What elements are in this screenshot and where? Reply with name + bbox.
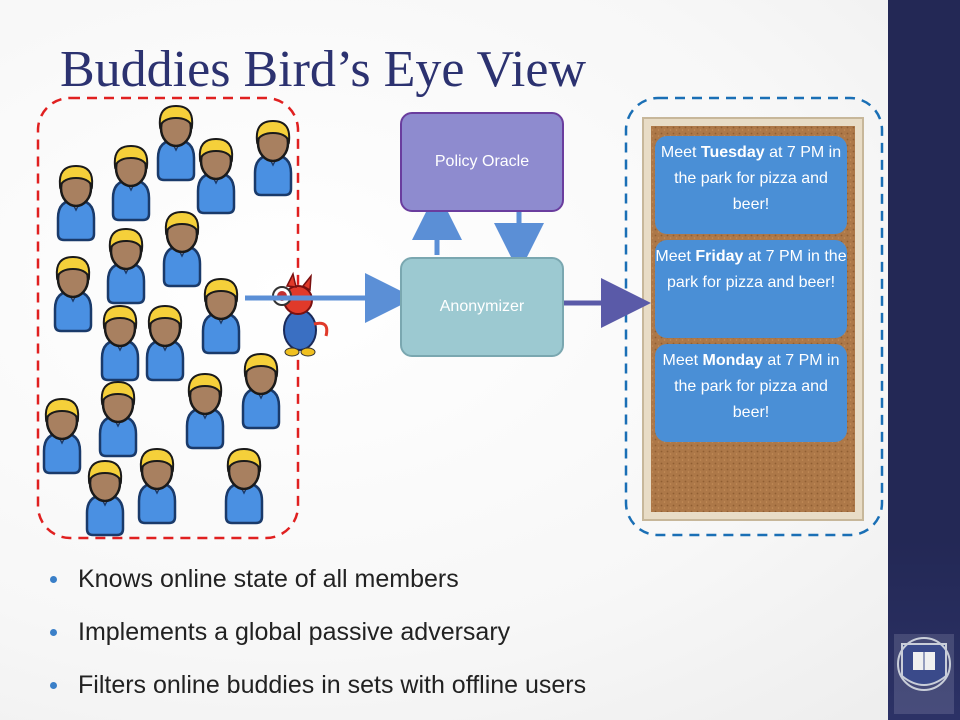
anonymizer-box: Anonymizer xyxy=(400,257,564,357)
message-text: at 7 PM in the park for pizza and beer! xyxy=(674,144,842,213)
bullet-item: Implements a global passive adversary xyxy=(50,613,586,666)
user-icon xyxy=(98,380,138,458)
user-icon xyxy=(56,164,96,242)
message-day: Friday xyxy=(695,248,744,265)
bullet-dot xyxy=(50,629,57,636)
user-icon xyxy=(53,255,93,333)
adversary-devil-icon xyxy=(272,271,329,357)
user-icon xyxy=(100,304,140,382)
bullet-text: Implements a global passive adversary xyxy=(78,618,511,646)
policy-oracle-box: Policy Oracle xyxy=(400,112,564,212)
yale-crest-logo xyxy=(894,634,954,714)
message-note: Meet Monday at 7 PM in the park for pizz… xyxy=(655,344,847,442)
bullet-text: Knows online state of all members xyxy=(78,565,459,593)
page-title: Buddies Bird’s Eye View xyxy=(60,41,586,98)
message-text: Meet xyxy=(662,352,703,369)
user-icon xyxy=(85,459,125,537)
policy-oracle-label: Policy Oracle xyxy=(434,153,530,170)
message-note: Meet Tuesday at 7 PM in the park for piz… xyxy=(655,136,847,234)
bullet-dot xyxy=(50,576,57,583)
message-text: Meet xyxy=(655,248,696,265)
user-icon xyxy=(162,210,202,288)
message-day: Monday xyxy=(702,352,763,369)
user-icon xyxy=(201,277,241,355)
message-day: Tuesday xyxy=(700,144,765,161)
user-icon xyxy=(111,144,151,222)
user-icon xyxy=(106,227,146,305)
user-icon xyxy=(42,397,82,475)
bullet-text: Filters online buddies in sets with offl… xyxy=(78,671,587,699)
user-icon xyxy=(224,447,264,525)
bullet-item: Knows online state of all members xyxy=(50,560,586,613)
message-text: at 7 PM in the park for pizza and beer! xyxy=(674,352,840,421)
anonymizer-label: Anonymizer xyxy=(439,298,525,315)
sidebar-bar-gradient xyxy=(888,0,960,720)
bullet-list: Knows online state of all members Implem… xyxy=(50,560,586,719)
user-icon xyxy=(145,304,185,382)
user-icon xyxy=(156,104,196,182)
message-text: at 7 PM in the park for pizza and beer! xyxy=(666,248,847,291)
bullet-item: Filters online buddies in sets with offl… xyxy=(50,666,586,719)
message-text: Meet xyxy=(660,144,701,161)
user-icon xyxy=(137,447,177,525)
user-icon xyxy=(241,352,281,430)
user-icon xyxy=(196,137,236,215)
bullet-dot xyxy=(50,682,57,689)
user-icon xyxy=(253,119,293,197)
user-crowd xyxy=(42,104,293,537)
user-icon xyxy=(185,372,225,450)
message-note: Meet Friday at 7 PM in the park for pizz… xyxy=(655,240,847,338)
